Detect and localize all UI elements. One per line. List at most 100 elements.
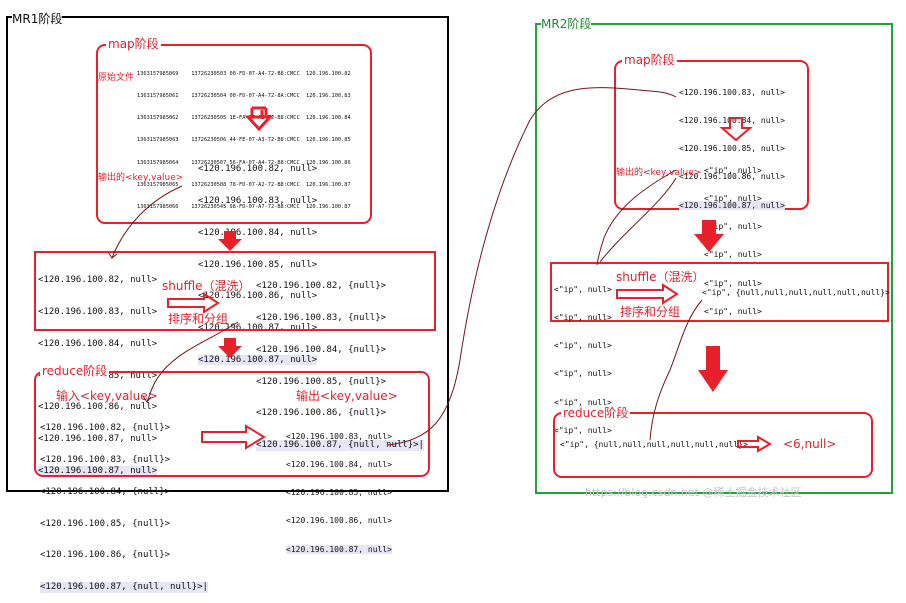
mr1-shuffle-input: <120.196.100.82, null> <120.196.100.83, …	[38, 254, 158, 487]
kv-line: <120.196.100.86, null>	[38, 402, 158, 413]
kv-line: <"ip", null>	[704, 222, 762, 232]
kv-line: <120.196.100.84, null>	[679, 116, 785, 126]
hollow-down-arrow	[244, 110, 274, 132]
mr1-shuffle-sublabel: 排序和分组	[168, 312, 229, 326]
hollow-down-arrow-shaft	[250, 106, 268, 118]
mr2-map-title: map阶段	[622, 53, 677, 67]
raw-line: 1363157985069 13726230503 00-FD-07-A4-72…	[137, 70, 351, 77]
kv-line: <120.196.100.82, {null}>	[256, 281, 387, 292]
mr2-title: MR2阶段	[541, 17, 592, 31]
connector-line	[596, 169, 677, 266]
kv-line: <120.196.100.85, null>	[286, 488, 392, 498]
kv-line: <120.196.100.83, {null}>	[256, 312, 387, 323]
raw-line: 1363157985064 13726230507 56-FA-07-A4-72…	[137, 159, 351, 166]
raw-line: 1363157985065 13726230508 78-FD-07-A2-72…	[137, 181, 351, 188]
kv-line: <120.196.100.87, null>	[38, 434, 158, 445]
kv-line: <"ip", null>	[704, 165, 762, 175]
mr1-map-output: <120.196.100.82, null> <120.196.100.83, …	[198, 143, 318, 376]
hollow-right-arrow	[737, 435, 772, 453]
mr1-shuffle-box	[34, 251, 436, 331]
mr2-shuffle-sublabel: 排序和分组	[620, 305, 681, 319]
mr2-frame	[535, 23, 893, 494]
kv-line: <120.196.100.86, {null}>	[256, 408, 387, 419]
mr2-shuffle-box	[550, 262, 889, 322]
mr1-reduce-output-label: 输出<key,value>	[296, 389, 398, 403]
kv-line: <120.196.100.84, null>	[198, 227, 318, 238]
kv-line: <120.196.100.85, null>	[198, 259, 318, 270]
mr2-reduce-input: <"ip", {null,null,null,null,null,null}>	[560, 440, 748, 449]
connector-line	[599, 177, 677, 263]
mr1-title: MR1阶段	[12, 12, 63, 26]
kv-line: <"ip", null>	[554, 369, 612, 379]
kv-line: <120.196.100.82, null>	[198, 164, 318, 175]
raw-line: 1363157985063 13726230506 44-FE-07-A3-72…	[137, 137, 351, 144]
mr2-shuffle-input: <"ip", null> <"ip", null> <"ip", null> <…	[554, 266, 612, 445]
mr1-frame	[6, 16, 449, 492]
hollow-right-arrow	[201, 424, 266, 450]
solid-down-arrow	[694, 220, 724, 252]
solid-down-arrow	[218, 231, 242, 251]
mr1-source-label: 原始文件	[98, 73, 135, 83]
kv-line: <120.196.100.83, null>	[286, 431, 392, 441]
kv-line: <120.196.100.86, {null}>	[40, 550, 171, 561]
mr2-reduce-output: <6,null>	[783, 437, 837, 451]
connector-line	[142, 321, 239, 404]
kv-line: <120.196.100.85, null>	[679, 144, 785, 154]
kv-line: <120.196.100.83, {null}>	[40, 454, 171, 465]
mr2-reduce-title: reduce阶段	[561, 406, 631, 420]
kv-line: <120.196.100.83, null>	[679, 87, 785, 97]
kv-line: <"ip", null>	[554, 284, 612, 294]
kv-line: <120.196.100.87, null>	[38, 465, 158, 477]
mr1-shuffle-label: shuffle（混洗）	[162, 279, 251, 293]
connector-line	[387, 87, 677, 446]
kv-line: <"ip", null>	[554, 341, 612, 351]
kv-line: <120.196.100.83, null>	[198, 195, 318, 206]
mr1-map-box	[96, 44, 372, 224]
kv-line: <120.196.100.82, {null}>	[40, 423, 171, 434]
mr2-map-input: <120.196.100.83, null> <120.196.100.84, …	[679, 69, 785, 220]
mr2-map-output-label: 输出的<key,value>	[616, 168, 702, 178]
mr1-reduce-title: reduce阶段	[40, 364, 110, 378]
kv-line: <120.196.100.83, null>	[38, 306, 158, 317]
raw-line: 1363157985061 13726230504 00-FD-07-A4-72…	[137, 93, 351, 100]
watermark: https://blog.csdn.net @稀土掘金技术社区	[585, 486, 802, 499]
kv-line: <"ip", null>	[554, 425, 612, 435]
mr2-map-output: <"ip", null> <"ip", null> <"ip", null> <…	[704, 147, 762, 326]
arrows-layer	[107, 87, 772, 453]
raw-line: 1363157985066 13726230545 98-FD-07-A7-72…	[137, 204, 351, 211]
mr2-shuffle-label: shuffle（混洗）	[616, 270, 705, 284]
kv-line: <120.196.100.87, {null, null}>|	[40, 582, 208, 593]
kv-line: <120.196.100.82, null>	[38, 275, 158, 286]
kv-line: <"ip", null>	[704, 250, 762, 260]
mr1-shuffle-output: <120.196.100.82, {null}> <120.196.100.83…	[256, 260, 424, 461]
mr2-reduce-box	[553, 412, 873, 478]
hollow-down-arrow	[719, 117, 753, 142]
solid-down-arrow	[698, 346, 728, 392]
mr2-shuffle-output: <"ip", {null,null,null,null,null,null}>	[702, 288, 890, 297]
hollow-right-arrow	[616, 283, 679, 305]
kv-line: <120.196.100.85, {null}>	[256, 376, 387, 387]
kv-line: <120.196.100.85, {null}>	[40, 518, 171, 529]
connector-line	[107, 185, 183, 260]
mr1-map-output-label: 输出的<key,value>	[98, 173, 184, 183]
kv-line: <"ip", null>	[554, 397, 612, 407]
kv-line: <120.196.100.84, {null}>	[40, 486, 171, 497]
mr1-reduce-input-label: 输入<key,value>	[56, 389, 158, 403]
kv-line: <120.196.100.86, null>	[198, 291, 318, 302]
kv-line: <"ip", null>	[704, 278, 762, 288]
kv-line: <120.196.100.87, {null, null}>|	[256, 440, 424, 451]
kv-line: <120.196.100.87, null>	[286, 544, 392, 555]
kv-line: <"ip", null>	[554, 313, 612, 323]
kv-line: <120.196.100.87, null>	[198, 354, 318, 366]
kv-line: <120.196.100.84, null>	[286, 460, 392, 470]
kv-line: <120.196.100.86, null>	[679, 172, 785, 182]
solid-down-arrow	[218, 338, 242, 358]
kv-line: <120.196.100.84, null>	[38, 338, 158, 349]
mr1-map-title: map阶段	[106, 37, 161, 51]
connector-line	[649, 299, 703, 441]
kv-line: <120.196.100.86, null>	[286, 516, 392, 526]
mr1-reduce-box	[34, 371, 430, 477]
kv-line: <120.196.100.87, null>	[198, 323, 318, 334]
kv-line: <120.196.100.84, {null}>	[256, 344, 387, 355]
kv-line: <120.196.100.87, null>	[679, 200, 785, 211]
